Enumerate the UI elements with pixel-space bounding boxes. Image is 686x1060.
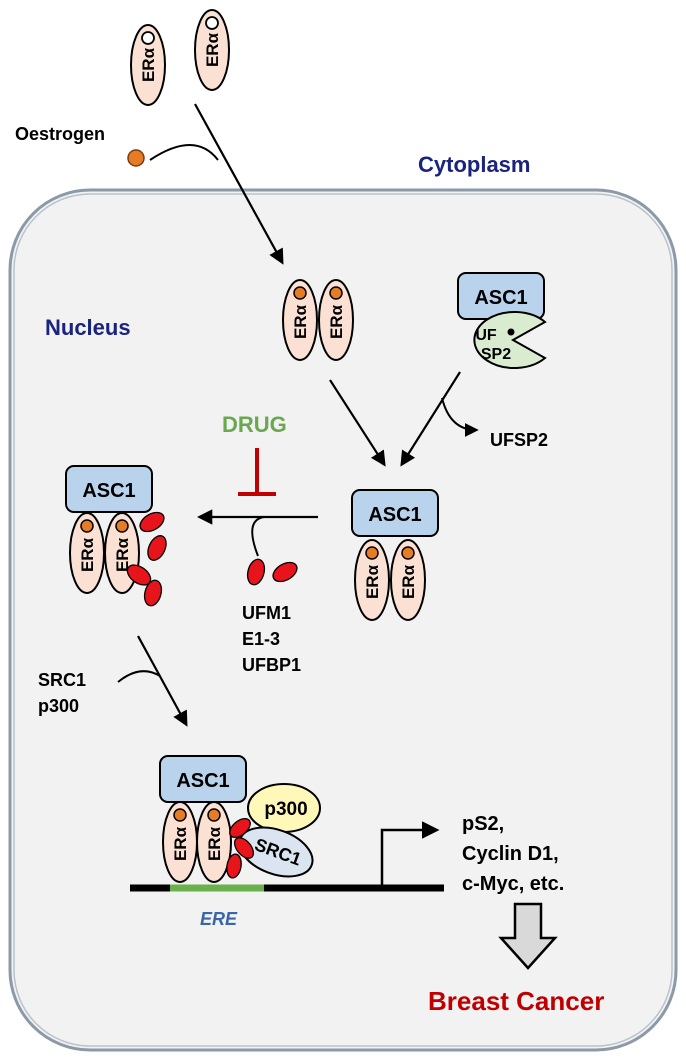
ufm1-oval	[233, 837, 255, 859]
asc1-er-complex: ASC1 ERα ERα	[351, 489, 439, 621]
binding-arrow-left	[329, 379, 386, 467]
ere-label: ERE	[200, 909, 238, 929]
e1-3-label: E1-3	[242, 629, 280, 649]
asc1-protein	[65, 465, 153, 513]
ufm1-joining-curve	[251, 516, 265, 557]
activation-arrow	[194, 103, 284, 265]
er-alpha-label: ERα	[139, 47, 158, 82]
ufbp1-label: UFBP1	[242, 655, 301, 675]
ufm1-oval	[229, 817, 251, 839]
transcription-start-arrow	[380, 821, 440, 885]
asc1-protein	[159, 755, 247, 803]
target-genes-line1: pS2,	[462, 813, 504, 835]
oestrogen-binding-curve	[149, 144, 219, 161]
ufsp2-label-top: UF	[475, 327, 497, 344]
ufm1-oval	[272, 561, 298, 583]
ufm1-label: UFM1	[242, 603, 291, 623]
outcome-arrow	[498, 902, 558, 970]
asc1-label: ASC1	[82, 480, 135, 502]
p300-label: p300	[38, 696, 79, 716]
asc1-label: ASC1	[176, 770, 229, 792]
drug-label: DRUG	[222, 412, 287, 437]
er-alpha-monomer: ERα	[194, 9, 230, 91]
ufsp2-active-site	[507, 328, 515, 336]
ufm1-oval	[143, 579, 163, 607]
ufm1-oval	[226, 853, 242, 879]
nucleus-label: Nucleus	[45, 315, 131, 340]
er-alpha-label: ERα	[291, 304, 310, 339]
ufm1-oval	[139, 511, 165, 533]
asc1-protein	[351, 489, 439, 537]
ufsp2-label-bottom: SP2	[481, 346, 511, 363]
target-genes-line2: Cyclin D1,	[462, 843, 559, 865]
er-alpha-label: ERα	[363, 564, 382, 599]
asc1-ufsp2-complex: ASC1 UF SP2	[457, 272, 547, 369]
er-alpha-label: ERα	[205, 826, 224, 861]
er-alpha-label: ERα	[399, 564, 418, 599]
ufsp2-release-curve	[441, 397, 479, 437]
binding-arrow-right	[400, 371, 461, 467]
src1-label: SRC1	[38, 670, 86, 690]
asc1-label: ASC1	[368, 504, 421, 526]
recruitment-arrow	[137, 635, 188, 727]
cytoplasm-label: Cytoplasm	[418, 152, 530, 177]
er-alpha-label: ERα	[171, 826, 190, 861]
ufm1-oval	[246, 558, 266, 586]
asc1-label: ASC1	[474, 287, 527, 309]
cell-membrane-inner	[13, 193, 673, 1047]
ufmylated-asc1-er-complex: ASC1 ERα ERα	[65, 465, 167, 607]
ufsp2-protein	[473, 311, 547, 369]
er-alpha-label: ERα	[327, 304, 346, 339]
er-alpha-dimer-activated: ERα ERα	[282, 279, 354, 361]
coactivator-joining-curve	[117, 670, 161, 683]
er-alpha-label: ERα	[113, 537, 132, 572]
ufm1-molecules	[246, 558, 298, 586]
er-alpha-monomer: ERα	[130, 24, 166, 106]
transcription-complex: ASC1 ERα ERα p300 SRC1	[159, 755, 321, 883]
p300-protein-label: p300	[264, 799, 307, 820]
ufsp2-released-label: UFSP2	[490, 430, 548, 450]
er-alpha-label: ERα	[78, 537, 97, 572]
oestrogen-label: Oestrogen	[15, 124, 105, 144]
ufm1-oval	[147, 535, 167, 561]
target-genes-line3: c-Myc, etc.	[462, 873, 564, 895]
er-alpha-label: ERα	[203, 32, 222, 67]
breast-cancer-label: Breast Cancer	[428, 986, 604, 1016]
oestrogen-molecule	[127, 149, 145, 167]
